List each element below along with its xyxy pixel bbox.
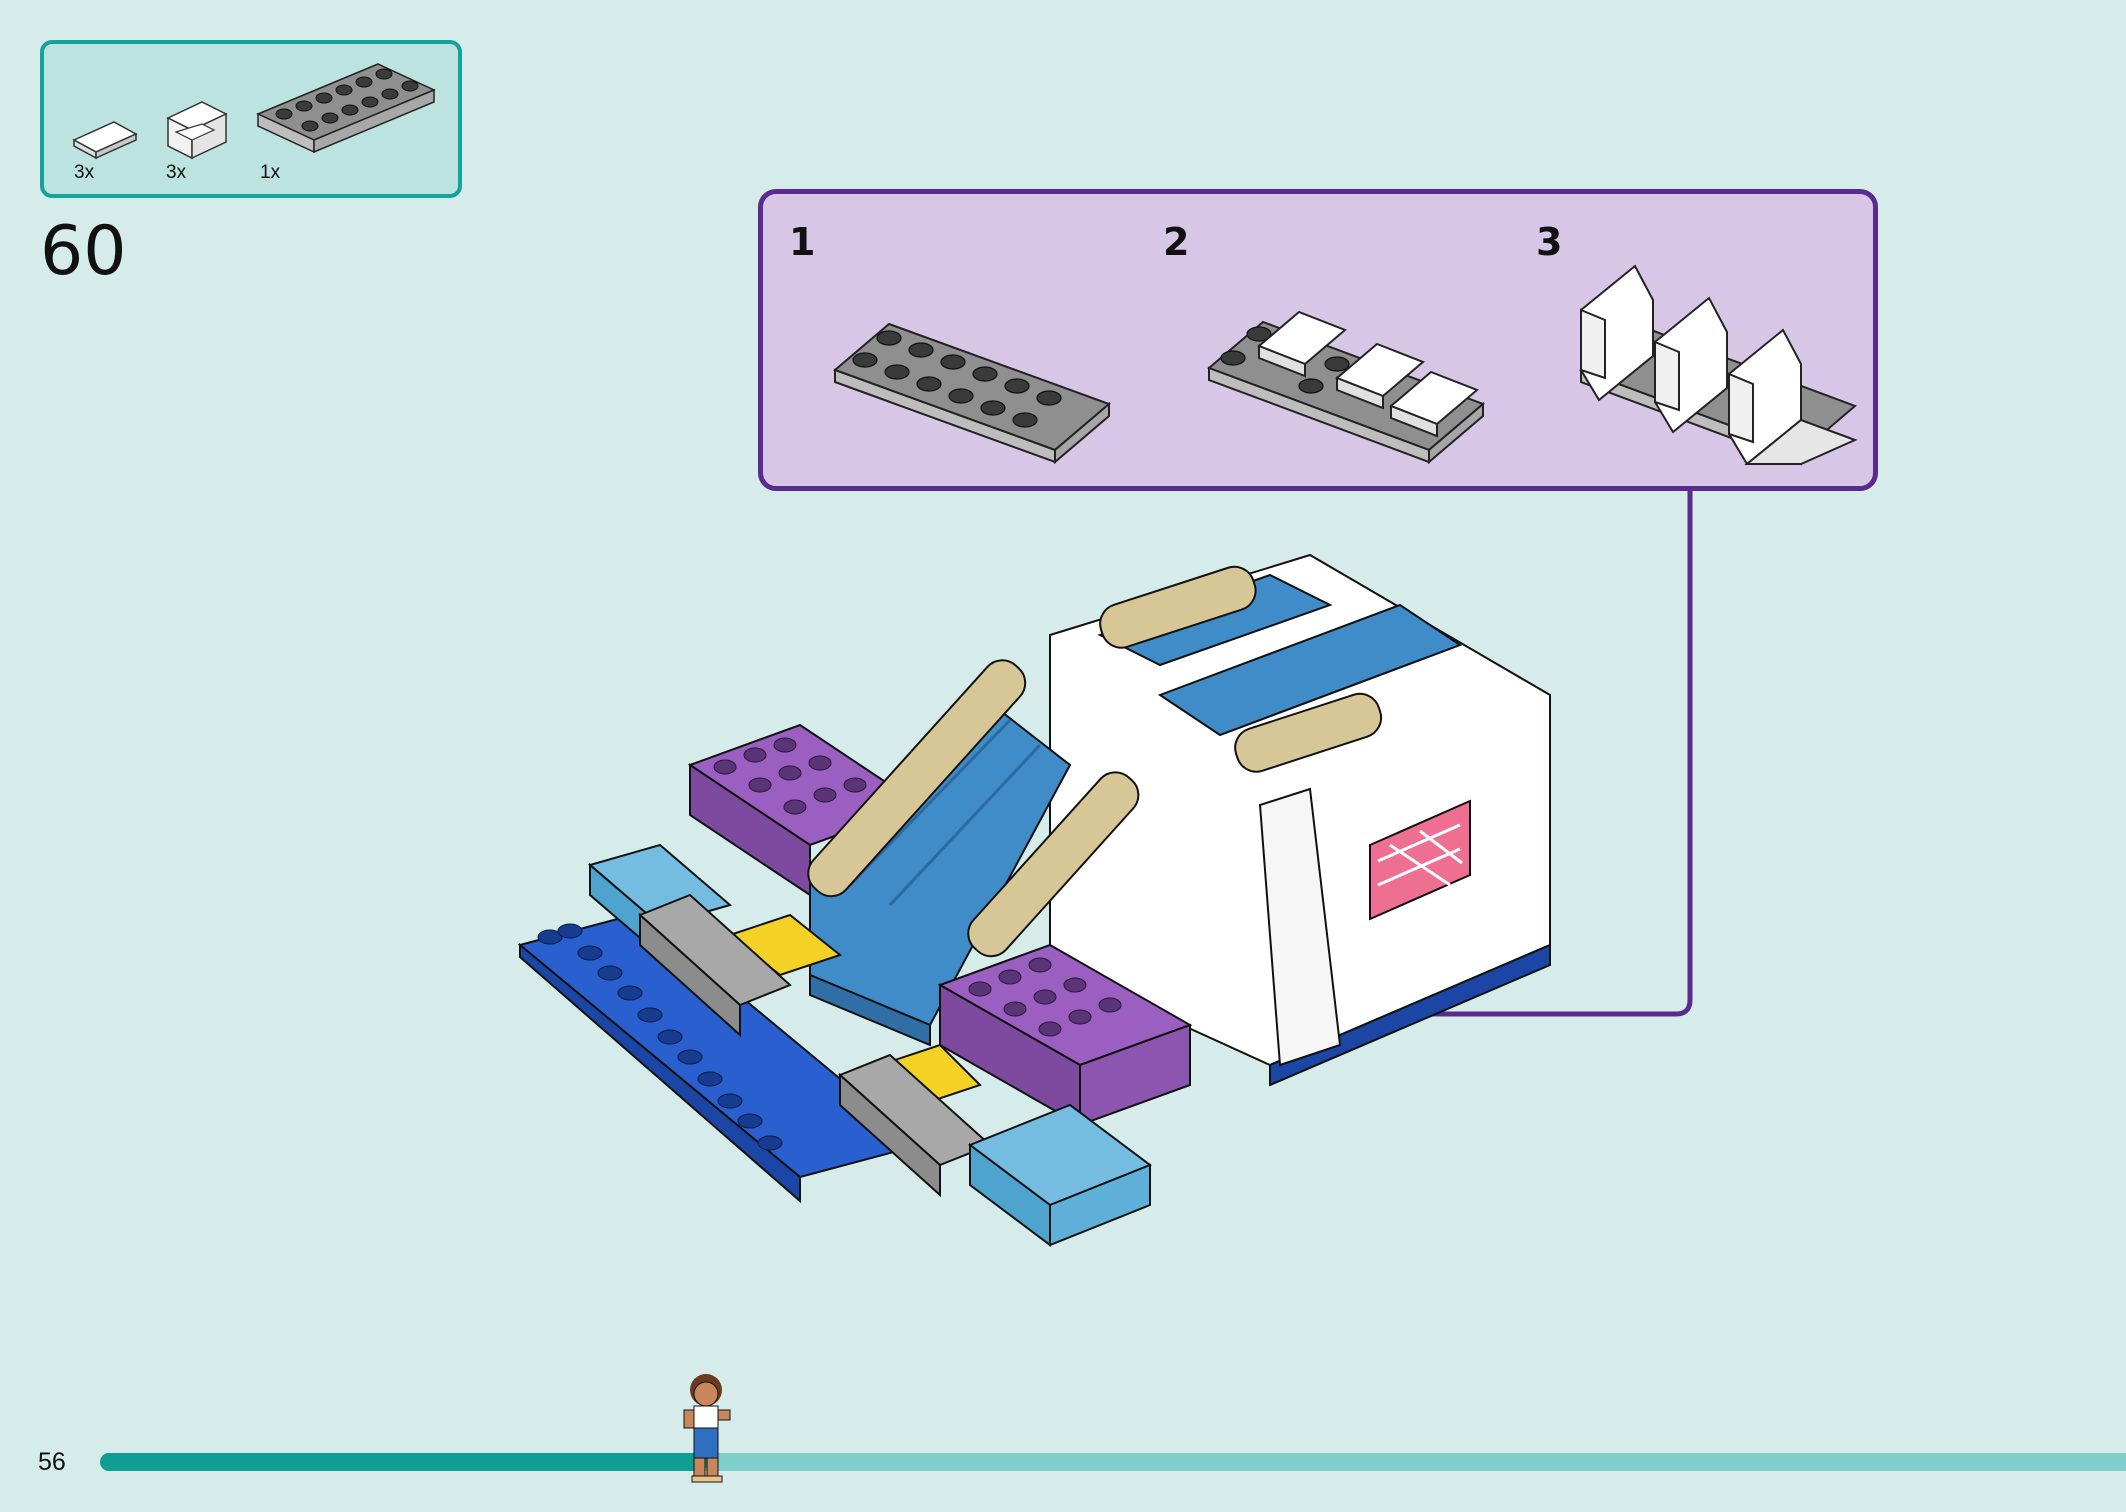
white-tile-1x2-icon xyxy=(72,121,138,160)
substep-number-3: 3 xyxy=(1536,220,1563,264)
part-count-tile: 3x xyxy=(74,162,95,183)
substep-box: 1 2 3 xyxy=(758,189,1878,491)
gray-plate-icon xyxy=(833,322,1111,464)
plate-with-slopes-icon xyxy=(1579,264,1858,466)
minifigure-icon xyxy=(683,1374,731,1483)
progress-fill xyxy=(100,1453,708,1471)
progress-bar xyxy=(100,1453,2126,1471)
part-count-bracket: 3x xyxy=(166,162,187,183)
parts-list-box: 3x 3x 1x xyxy=(40,40,462,198)
white-slope-bracket-icon xyxy=(166,101,228,160)
gray-plate-2x6-icon xyxy=(256,63,436,154)
part-count-plate: 1x xyxy=(260,162,281,183)
substep-number-2: 2 xyxy=(1163,220,1190,264)
main-model-illustration xyxy=(517,553,1551,1247)
page-number: 56 xyxy=(38,1448,66,1476)
substep-number-1: 1 xyxy=(789,220,816,264)
plate-with-tiles-icon xyxy=(1207,310,1485,465)
step-number: 60 xyxy=(40,212,127,291)
